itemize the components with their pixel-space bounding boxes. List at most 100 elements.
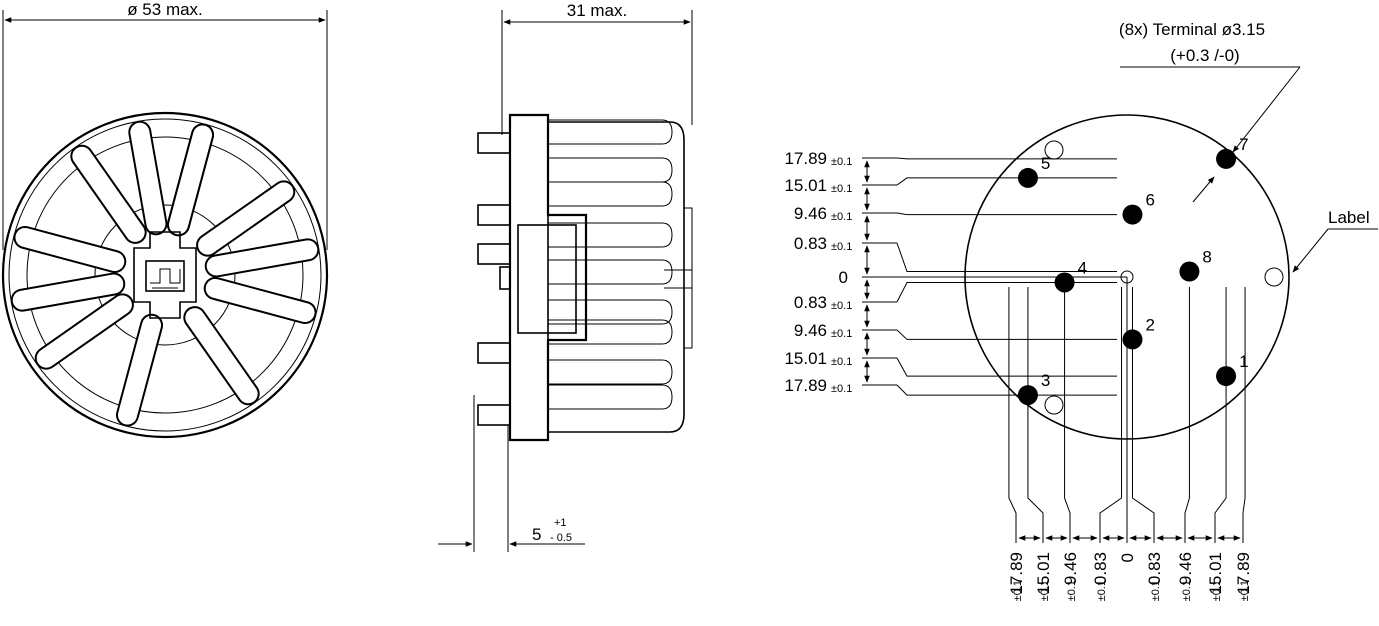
- y-dim-tolerance: ±0.1: [831, 383, 852, 395]
- terminal-pin: [1179, 261, 1200, 282]
- label-hole-right: [1264, 267, 1284, 287]
- pin-number: 3: [1041, 371, 1050, 390]
- pin-number: 6: [1145, 191, 1154, 210]
- spoke-fill: [130, 122, 166, 234]
- spoke-fill: [198, 182, 294, 255]
- pin-tol-minus: - 0.5: [550, 532, 572, 544]
- terminal-pin: [1054, 272, 1075, 293]
- length-label: 31 max.: [567, 1, 627, 20]
- y-dim-value: 17.89: [784, 149, 827, 168]
- x-dim-value: 0: [1118, 553, 1137, 562]
- dimension-leader: [896, 357, 1117, 377]
- pin-number: 2: [1145, 315, 1154, 334]
- label-hole-bottom: [1044, 395, 1064, 415]
- label-callout: Label: [1328, 208, 1370, 227]
- dimension-leader: [1242, 287, 1246, 543]
- terminal-tolerance: (+0.3 /-0): [1170, 46, 1239, 65]
- dimension-leader: [1008, 287, 1017, 543]
- y-dim-tolerance: ±0.1: [831, 211, 852, 223]
- winding-turn: [548, 119, 673, 145]
- x-dim-tolerance: ±0.1: [1181, 580, 1193, 601]
- x-dim-value: 0.83: [1145, 552, 1164, 585]
- spoke-fill: [206, 240, 318, 276]
- dimension-leader: [896, 384, 1117, 396]
- y-dim-tolerance: ±0.1: [831, 183, 852, 195]
- x-dim-tolerance: ±0.1: [1239, 580, 1251, 601]
- x-dim-value: 9.46: [1061, 552, 1080, 585]
- y-dim-value: 15.01: [784, 349, 827, 368]
- dimension-leader: [896, 329, 1117, 340]
- dimension-leader: [896, 242, 1117, 273]
- coil-edge: [683, 207, 693, 349]
- coil-body: [547, 121, 685, 433]
- dimension-leader: [1131, 287, 1155, 543]
- x-dim-tolerance: ±0.1: [1039, 580, 1051, 601]
- terminal-pin: [1216, 366, 1237, 387]
- terminal-pins: 1 2 3 4 5 6 7 8: [1017, 135, 1249, 406]
- pin-length-label: 5: [532, 525, 541, 544]
- y-dim-tolerance: ±0.1: [831, 328, 852, 340]
- x-dim-tolerance: ±0.1: [1150, 580, 1162, 601]
- terminal-label: (8x) Terminal ø3.15: [1119, 20, 1265, 39]
- pin-number: 1: [1239, 352, 1248, 371]
- x-dim-tolerance: ±0.1: [1066, 580, 1078, 601]
- y-dim-value: 0.83: [794, 293, 827, 312]
- x-dim-tolerance: ±0.1: [1211, 580, 1223, 601]
- spoke-fill: [205, 278, 315, 323]
- terminal-pin: [1017, 385, 1038, 406]
- vertical-dimensions: 17.89 ±0.1 15.01 ±0.1 9.46 ±0.1 0.83 ±0.1 0 0.83 ±…: [784, 149, 1127, 396]
- top-view: ø 53 max.: [1, 0, 329, 439]
- x-dim-value: 17.89: [1234, 552, 1253, 595]
- y-dim-tolerance: ±0.1: [831, 156, 852, 168]
- winding-spokes: [10, 120, 320, 427]
- spoke-fill: [72, 146, 145, 242]
- side-view: 31 max. 5 +1 - 0.5: [438, 1, 693, 552]
- spoke-fill: [15, 227, 125, 272]
- pin-number: 8: [1202, 248, 1211, 267]
- dimension-leader: [1064, 287, 1071, 543]
- x-dim-value: 15.01: [1206, 552, 1225, 595]
- x-dim-tolerance: ±0.1: [1012, 580, 1024, 601]
- y-dim-value: 15.01: [784, 176, 827, 195]
- terminal-pin: [1122, 204, 1143, 225]
- winding-turn: [548, 259, 673, 285]
- dimension-leader: [896, 281, 1117, 303]
- y-dim-value: 0.83: [794, 234, 827, 253]
- terminal-pin: [1122, 329, 1143, 350]
- pin-tol-plus: +1: [554, 517, 567, 529]
- dimension-leader: [896, 212, 1117, 216]
- winding-turn: [548, 319, 673, 345]
- y-dim-value: 0: [839, 268, 848, 287]
- y-dim-value: 17.89: [784, 376, 827, 395]
- winding-turn: [548, 181, 673, 207]
- pin-number: 7: [1239, 135, 1248, 154]
- spoke-fill: [168, 125, 213, 235]
- y-dim-value: 9.46: [794, 321, 827, 340]
- terminal-pin: [1216, 148, 1237, 169]
- x-dim-value: 9.46: [1176, 552, 1195, 585]
- pin-number: 4: [1078, 258, 1087, 277]
- y-dim-value: 9.46: [794, 204, 827, 223]
- dimension-leader: [896, 157, 1117, 160]
- side-windings: [547, 119, 693, 433]
- winding-turn: [548, 299, 673, 325]
- x-dim-value: 15.01: [1034, 552, 1053, 595]
- spoke-fill: [117, 315, 162, 425]
- spoke-fill: [12, 274, 124, 310]
- terminal-pin: [1017, 167, 1038, 188]
- dimension-leader: [896, 177, 1117, 186]
- dimension-leader: [1099, 287, 1123, 543]
- x-dim-tolerance: ±0.1: [1096, 580, 1108, 601]
- dimension-leader: [1184, 287, 1190, 543]
- x-dim-value: 17.89: [1007, 552, 1026, 595]
- spoke-fill: [185, 308, 258, 404]
- y-dim-tolerance: ±0.1: [831, 300, 852, 312]
- winding-turn: [548, 157, 673, 183]
- winding-turn: [548, 384, 673, 410]
- winding-turn: [548, 359, 673, 385]
- y-dim-tolerance: ±0.1: [831, 356, 852, 368]
- dimension-leader: [1214, 287, 1227, 543]
- pin-number: 5: [1041, 154, 1050, 173]
- y-dim-tolerance: ±0.1: [831, 241, 852, 253]
